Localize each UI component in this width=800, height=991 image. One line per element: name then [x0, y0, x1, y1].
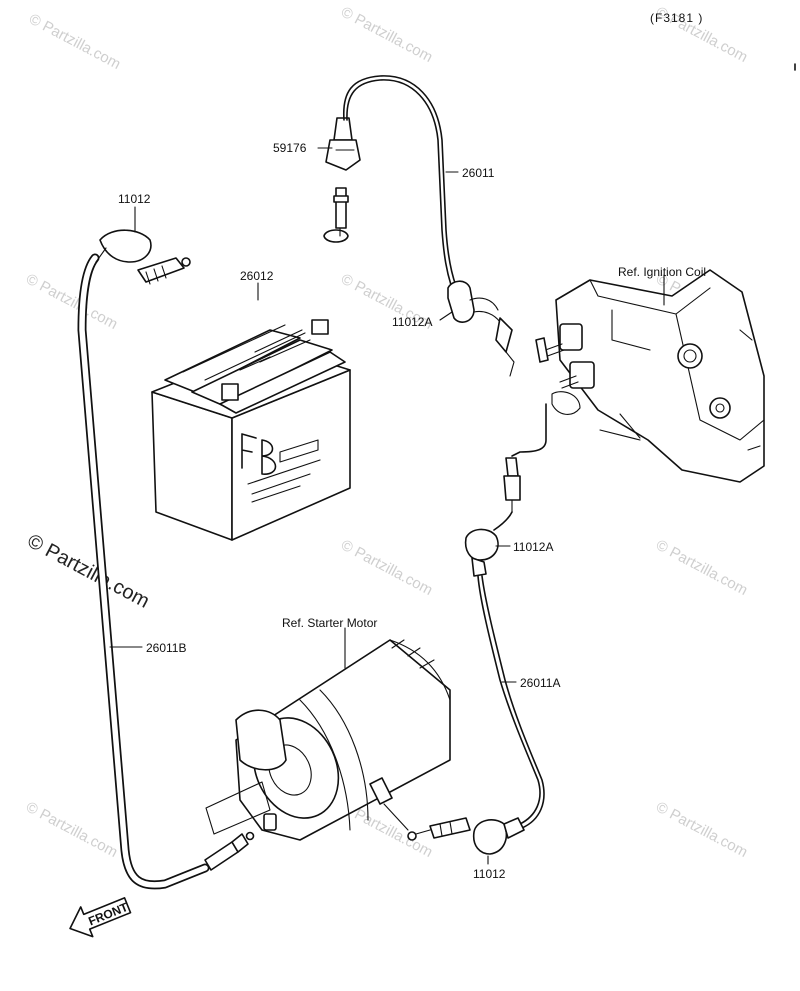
watermark: © Partzilla.com — [23, 799, 120, 861]
cable-26011A — [477, 575, 545, 829]
boot-11012-bottom — [407, 817, 525, 855]
label-26012: 26012 — [240, 269, 274, 283]
ignition-coil — [535, 269, 765, 483]
leader-11012A-top — [439, 311, 453, 321]
label-26011B: 26011B — [146, 641, 186, 655]
label-11012-bottom: 11012 — [473, 867, 506, 881]
label-26011A: 26011A — [520, 676, 560, 690]
label-26011: 26011 — [462, 166, 495, 180]
front-arrow: FRONT — [69, 897, 132, 938]
watermark: © Partzilla.com — [338, 4, 435, 66]
watermark: © Partzilla.com — [23, 271, 120, 333]
label-11012A-top: 11012A — [392, 315, 432, 329]
label-11012A-mid: 11012A — [513, 540, 553, 554]
boot-11012A-mid — [464, 528, 499, 577]
cable-26011B — [77, 229, 255, 890]
cable-26011 — [342, 75, 515, 377]
figure-code: (F3181 ) — [650, 11, 703, 25]
ref-ignition-coil: Ref. Ignition Coil — [618, 265, 706, 279]
starter-motor — [205, 639, 451, 841]
coil-lead — [493, 403, 547, 531]
watermark: © Partzilla.com — [26, 11, 123, 73]
battery-26012 — [151, 319, 351, 541]
label-11012-top: 11012 — [118, 192, 151, 206]
watermark: © Partzilla.com — [653, 799, 750, 861]
boot-59176 — [323, 117, 361, 243]
label-59176: 59176 — [273, 141, 307, 155]
watermark-dark: © Partzilla.com — [24, 530, 153, 613]
watermark: © Partzilla.com — [653, 537, 750, 599]
ref-starter-motor: Ref. Starter Motor — [282, 616, 377, 630]
watermark: © Partzilla.com — [338, 537, 435, 599]
